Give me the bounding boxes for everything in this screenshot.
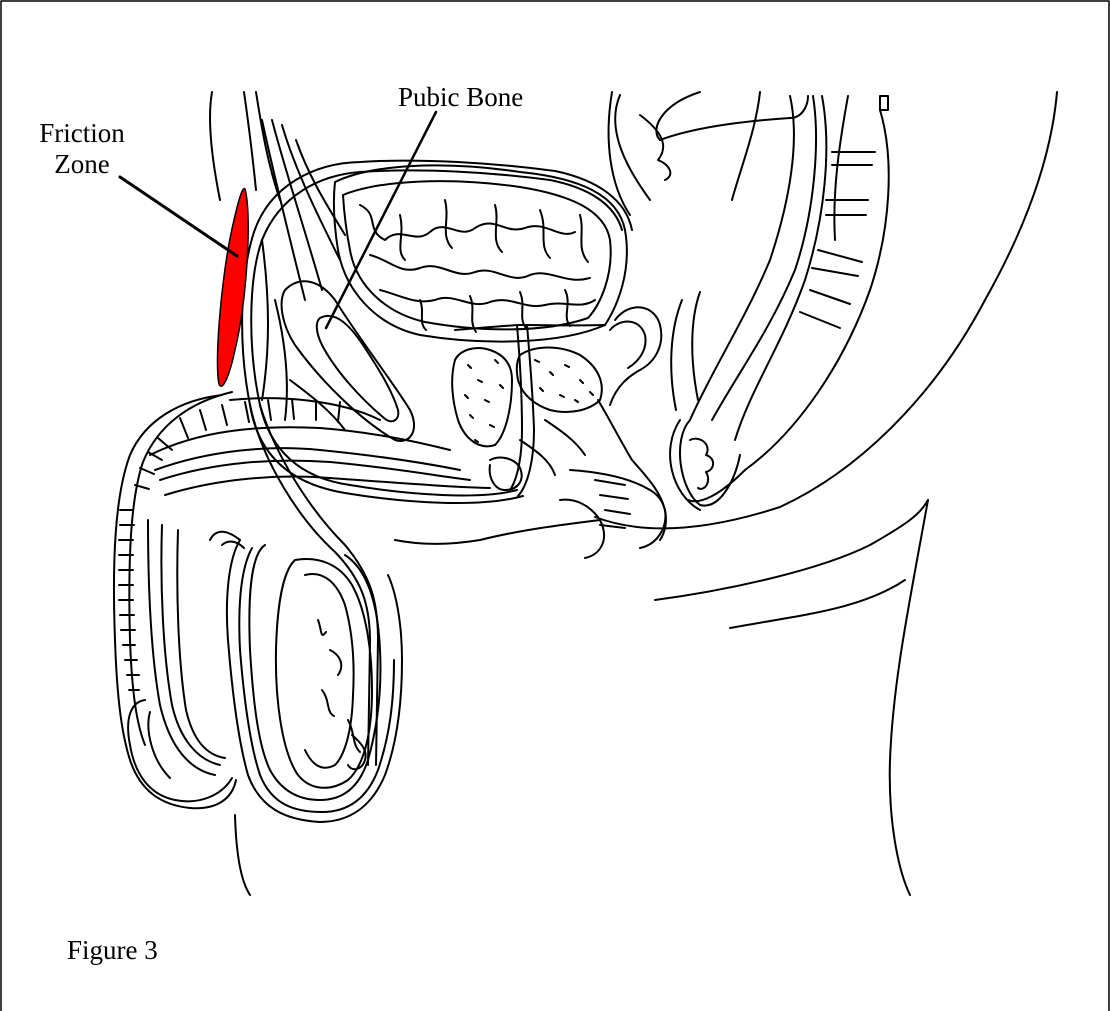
pubic-bone (282, 281, 414, 441)
friction-zone-label: Friction Zone (24, 118, 140, 180)
prostate (452, 307, 665, 548)
penis (114, 392, 666, 808)
pubic-bone-leader (326, 112, 436, 328)
figure-caption: Figure 3 (67, 935, 158, 966)
spine-rectum (615, 92, 889, 510)
friction-zone-label-line2: Zone (24, 149, 140, 180)
urethra (242, 161, 632, 765)
scrotum-testicle (210, 532, 402, 822)
pubic-bone-label: Pubic Bone (398, 82, 523, 113)
body-outline (210, 92, 1057, 895)
bladder (334, 165, 627, 341)
friction-zone-leader (120, 177, 237, 256)
friction-zone-label-line1: Friction (24, 118, 140, 149)
pelvic-muscles (262, 120, 345, 430)
